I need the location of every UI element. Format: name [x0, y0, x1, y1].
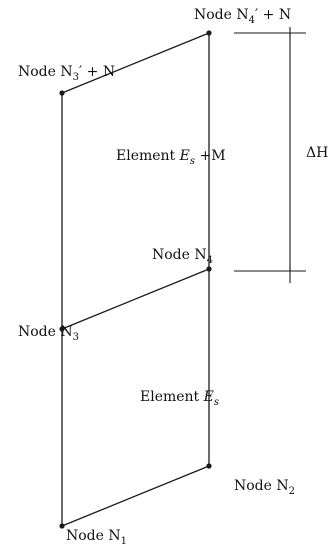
dimension-marker — [234, 27, 306, 283]
node-points — [59, 30, 212, 529]
bottom-edge-n1-n2 — [61, 465, 210, 527]
top-edge-n3prime-n4prime — [61, 32, 210, 94]
node-n1-point — [59, 523, 65, 529]
node-n3-point — [59, 326, 65, 332]
mesh-lines — [61, 32, 210, 527]
node-n4prime-point — [206, 30, 212, 36]
label-node-n1: Node N1 — [66, 528, 127, 546]
label-node-n2: Node N2 — [234, 478, 295, 497]
label-node-n4: Node N4 — [152, 247, 213, 266]
node-n4-point — [206, 266, 212, 272]
label-node-n4prime-plus-n: Node N4′ + N — [194, 7, 291, 26]
node-n3prime-point — [59, 90, 65, 96]
node-n2-point — [206, 463, 212, 469]
label-node-n3: Node N3 — [18, 324, 79, 343]
middle-edge-n3-n4 — [61, 268, 210, 330]
label-element-es: Element Es — [140, 389, 219, 408]
label-delta-h: ΔH — [306, 145, 328, 161]
label-node-n3prime-plus-n: Node N3′ + N — [18, 64, 115, 83]
label-element-es-plus-m: Element Es +M — [116, 148, 226, 167]
